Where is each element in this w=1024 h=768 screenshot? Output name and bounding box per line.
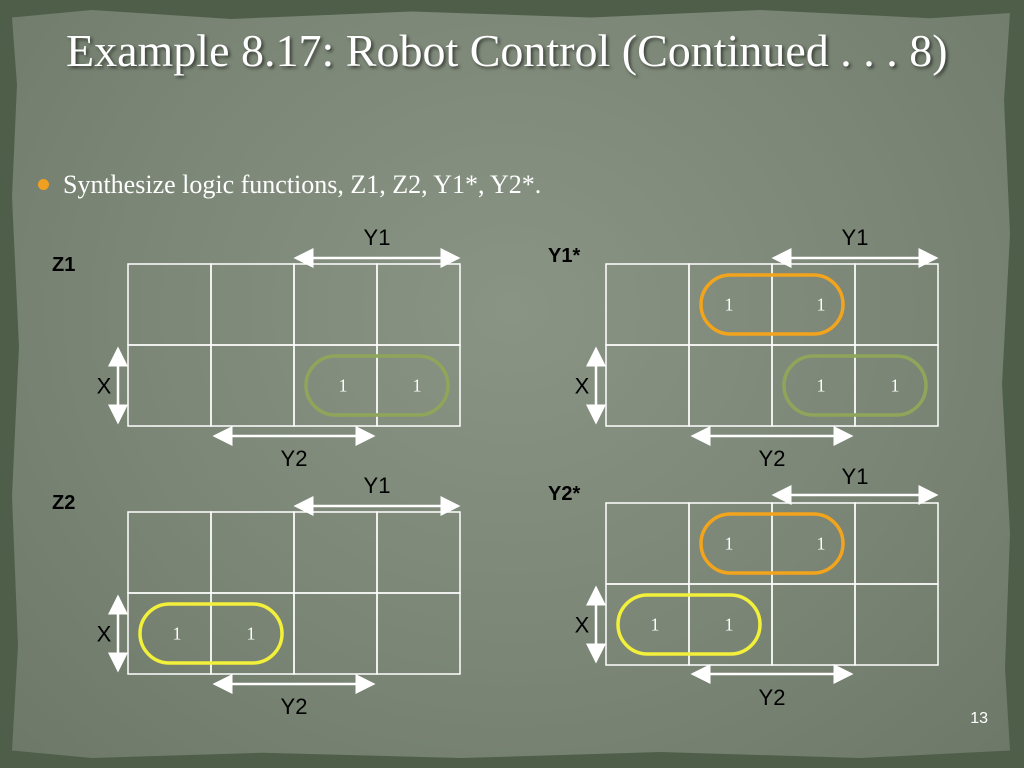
kmap-cell-value: 1 [247, 624, 256, 644]
kmap-cell [293, 511, 378, 594]
kmap-cell-value: 1 [651, 615, 660, 635]
kmap-name-label: Z1 [52, 254, 75, 276]
kmap-cell [293, 263, 378, 346]
x-label: X [97, 622, 112, 647]
kmap-cell-value: 1 [173, 624, 182, 644]
bullet-item: Synthesize logic functions, Z1, Z2, Y1*,… [38, 170, 541, 200]
page-number: 13 [970, 710, 988, 727]
kmap-cell [605, 344, 690, 427]
y1-label: Y1 [842, 464, 869, 489]
kmap-cell [854, 583, 939, 666]
y1-label: Y1 [842, 225, 869, 250]
y1-label: Y1 [364, 225, 391, 250]
kmap-cell [605, 502, 690, 585]
y1-label: Y1 [364, 473, 391, 498]
kmap-cell-value: 1 [413, 376, 422, 396]
slide-background [12, 10, 1010, 758]
x-label: X [575, 374, 590, 399]
kmap-cell-value: 1 [725, 534, 734, 554]
kmap-name-label: Z2 [52, 492, 75, 514]
x-label: X [97, 374, 112, 399]
kmap-cell [210, 511, 295, 594]
kmap-cell [376, 592, 461, 675]
x-label: X [575, 613, 590, 638]
y2-label: Y2 [281, 694, 308, 719]
bullet-dot-icon [38, 178, 49, 190]
kmap-cell-value: 1 [725, 615, 734, 635]
kmap-cell [293, 592, 378, 675]
kmap-cell [771, 583, 856, 666]
kmap-cell [127, 511, 212, 594]
slide-title: Example 8.17: Robot Control (Continued .… [66, 25, 948, 76]
kmap-cell-value: 1 [891, 376, 900, 396]
kmap-cell [210, 263, 295, 346]
kmap-cell [605, 263, 690, 346]
y2-label: Y2 [759, 446, 786, 471]
bullet-text: Synthesize logic functions, Z1, Z2, Y1*,… [63, 170, 542, 199]
kmap-cell [854, 263, 939, 346]
kmap-cell [376, 263, 461, 346]
kmap-cell-value: 1 [725, 295, 734, 315]
kmap-cell-value: 1 [817, 295, 826, 315]
kmap-name-label: Y1* [548, 245, 580, 267]
y2-label: Y2 [281, 446, 308, 471]
kmap-cell [127, 344, 212, 427]
kmap-cell [854, 502, 939, 585]
kmap-cell-value: 1 [339, 376, 348, 396]
kmap-cell [854, 344, 939, 427]
kmap-cell [210, 344, 295, 427]
kmap-cell [376, 344, 461, 427]
y2-label: Y2 [759, 685, 786, 710]
kmap-name-label: Y2* [548, 483, 580, 505]
kmap-cell [127, 263, 212, 346]
kmap-group-loop [782, 354, 928, 417]
kmap-group-loop [699, 512, 845, 575]
kmap-group-loop [304, 354, 450, 417]
kmap-cell [376, 511, 461, 594]
kmap-cell-value: 1 [817, 534, 826, 554]
kmap-cell-value: 1 [817, 376, 826, 396]
kmap-group-loop [138, 602, 284, 665]
kmap-cell [688, 344, 773, 427]
kmap-group-loop [616, 593, 762, 656]
kmap-group-loop [699, 273, 845, 336]
